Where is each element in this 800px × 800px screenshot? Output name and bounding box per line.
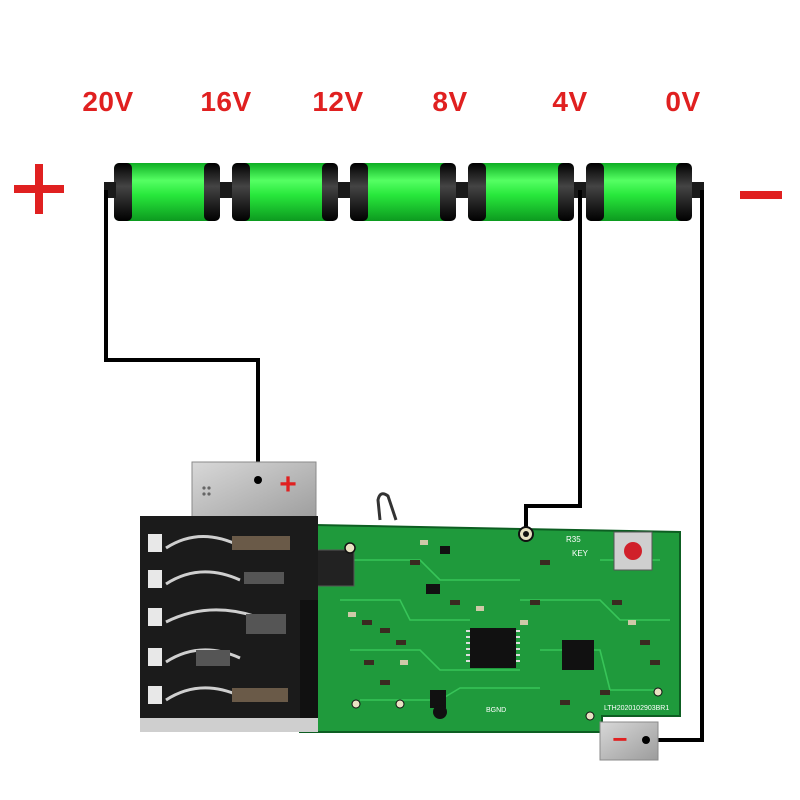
negative-connector-tab <box>599 721 659 761</box>
voltage-label-4v: 4V <box>552 86 588 117</box>
voltage-label-16v: 16V <box>200 86 252 117</box>
positive-connector-tab <box>191 461 317 523</box>
battery-cell-3 <box>338 163 456 221</box>
key-silkscreen: KEY <box>572 549 589 558</box>
terminal-blade-4 <box>148 648 241 666</box>
terminal-blade-1 <box>148 534 290 552</box>
terminal-blade-2 <box>148 570 284 588</box>
svg-text:R35: R35 <box>566 535 581 544</box>
positive-tab-sign: + <box>279 468 297 501</box>
terminal-blade-3 <box>148 608 286 634</box>
net-silkscreen: BGND <box>486 707 506 714</box>
battery-cell-4 <box>456 163 574 221</box>
battery-cell-1 <box>104 163 220 221</box>
positive-terminal-sign <box>14 164 64 214</box>
voltage-label-8v: 8V <box>432 86 468 117</box>
wire-positive <box>104 190 260 478</box>
battery-cell-5 <box>574 163 704 221</box>
negative-terminal-sign <box>740 191 782 199</box>
voltage-label-12v: 12V <box>312 86 364 117</box>
voltage-label-20v: 20V <box>82 86 134 117</box>
voltage-label-0v: 0V <box>665 86 701 117</box>
negative-tab-sign: − <box>612 724 627 754</box>
wire-4v-tap <box>524 190 582 530</box>
bms-pcb: R35 KEY LTH2020102903BR1 BGND <box>299 524 681 733</box>
wire-negative <box>646 190 704 742</box>
thermistor <box>376 492 398 521</box>
battery-cell-2 <box>220 163 338 221</box>
terminal-blade-5 <box>148 686 288 704</box>
board-code-silkscreen: LTH2020102903BR1 <box>604 705 669 712</box>
terminal-housing <box>140 516 318 732</box>
